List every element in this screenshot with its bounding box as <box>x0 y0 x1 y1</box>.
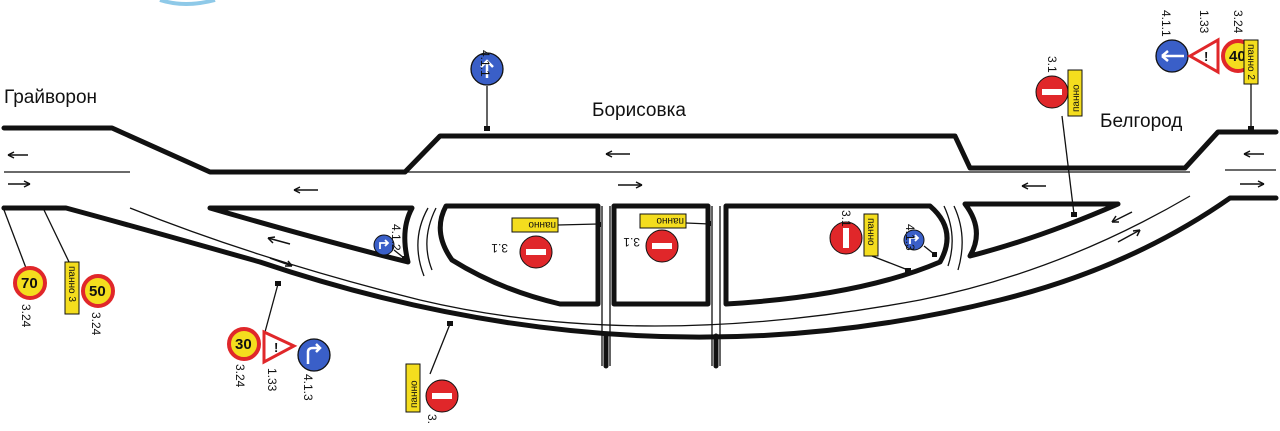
svg-text:70: 70 <box>21 275 38 292</box>
left-island <box>207 205 415 265</box>
speed-limit-icon <box>81 274 115 308</box>
island-3 <box>723 203 950 307</box>
svg-text:!: ! <box>274 340 278 355</box>
turn-right-arrow-icon <box>297 338 331 372</box>
svg-text:панно: панно <box>656 215 684 226</box>
svg-text:3.24: 3.24 <box>233 364 247 388</box>
svg-text:4.1.3: 4.1.3 <box>903 224 917 251</box>
svg-text:3.24: 3.24 <box>89 312 103 336</box>
svg-text:1.33: 1.33 <box>265 368 279 392</box>
ramp-line <box>943 205 953 267</box>
logo-arc <box>159 0 216 6</box>
svg-text:панно: панно <box>409 380 420 408</box>
island-2 <box>611 203 711 307</box>
warning-triangle-icon <box>262 329 298 365</box>
sign-50-panel: панно 3 50 3.24 <box>43 209 115 336</box>
warning-triangle-icon <box>1186 37 1220 75</box>
svg-text:4.1.1: 4.1.1 <box>1159 10 1173 37</box>
sign-31-right: 3.1 панно <box>1035 56 1083 217</box>
svg-text:3.1: 3.1 <box>1045 56 1059 73</box>
sign-cluster-island3: 3.1 панно 4.1.3 <box>829 210 937 273</box>
sign-cluster-bottom-left: 30 3.24 ! 1.33 4.1.3 <box>227 281 331 401</box>
turn-left-arrow-icon <box>373 234 395 256</box>
sign-31-island1: панно 3.1 <box>491 217 601 269</box>
svg-text:3.1: 3.1 <box>491 241 508 255</box>
ramp-line <box>417 207 429 277</box>
sign-411-top: 4.1.1 <box>470 50 504 131</box>
right-island <box>962 201 1121 259</box>
city-grayvoron: Грайворон <box>4 87 97 108</box>
sign-cluster-right: 4.1.1 ! 1.33 40 3.24 панно 2 <box>1155 10 1259 131</box>
sign-412-left-island: 4.1.2 <box>373 224 407 261</box>
svg-text:3.: 3. <box>425 414 439 424</box>
ramp-line <box>426 207 437 271</box>
svg-text:3.1: 3.1 <box>623 235 640 249</box>
svg-text:!: ! <box>1204 49 1208 64</box>
turn-arrow-icon <box>903 229 925 251</box>
speed-limit-icon <box>13 266 47 300</box>
sign-70: 70 3.24 <box>3 209 47 328</box>
city-belgorod: Белгород <box>1100 111 1182 132</box>
svg-text:панно: панно <box>865 218 876 246</box>
svg-text:панно 2: панно 2 <box>1245 44 1256 80</box>
svg-text:50: 50 <box>89 283 106 300</box>
sign-31-island2: панно 3.1 <box>623 213 711 263</box>
traffic-arrows <box>7 150 1265 267</box>
speed-limit-icon <box>227 327 261 361</box>
main-road-bottom-edge <box>1 195 1279 340</box>
svg-text:30: 30 <box>235 336 252 353</box>
svg-text:панно: панно <box>528 219 556 230</box>
svg-text:3.1: 3.1 <box>839 210 853 227</box>
ramp-line <box>953 205 963 271</box>
svg-text:панно: панно <box>1071 84 1082 112</box>
sign-31-bottom: панно 3. <box>405 321 459 424</box>
svg-text:3.24: 3.24 <box>19 304 33 328</box>
svg-text:панно 3: панно 3 <box>66 266 77 302</box>
island-1 <box>437 203 601 307</box>
svg-text:40: 40 <box>1229 48 1246 65</box>
svg-text:4.1.3: 4.1.3 <box>301 374 315 401</box>
svg-text:3.24: 3.24 <box>1231 10 1245 34</box>
main-road-top-edge <box>1 125 1279 175</box>
svg-text:1.33: 1.33 <box>1197 10 1211 34</box>
svg-text:4.1.1: 4.1.1 <box>478 50 492 77</box>
city-borisovka: Борисовка <box>592 100 686 121</box>
svg-text:4.1.2: 4.1.2 <box>389 224 403 251</box>
